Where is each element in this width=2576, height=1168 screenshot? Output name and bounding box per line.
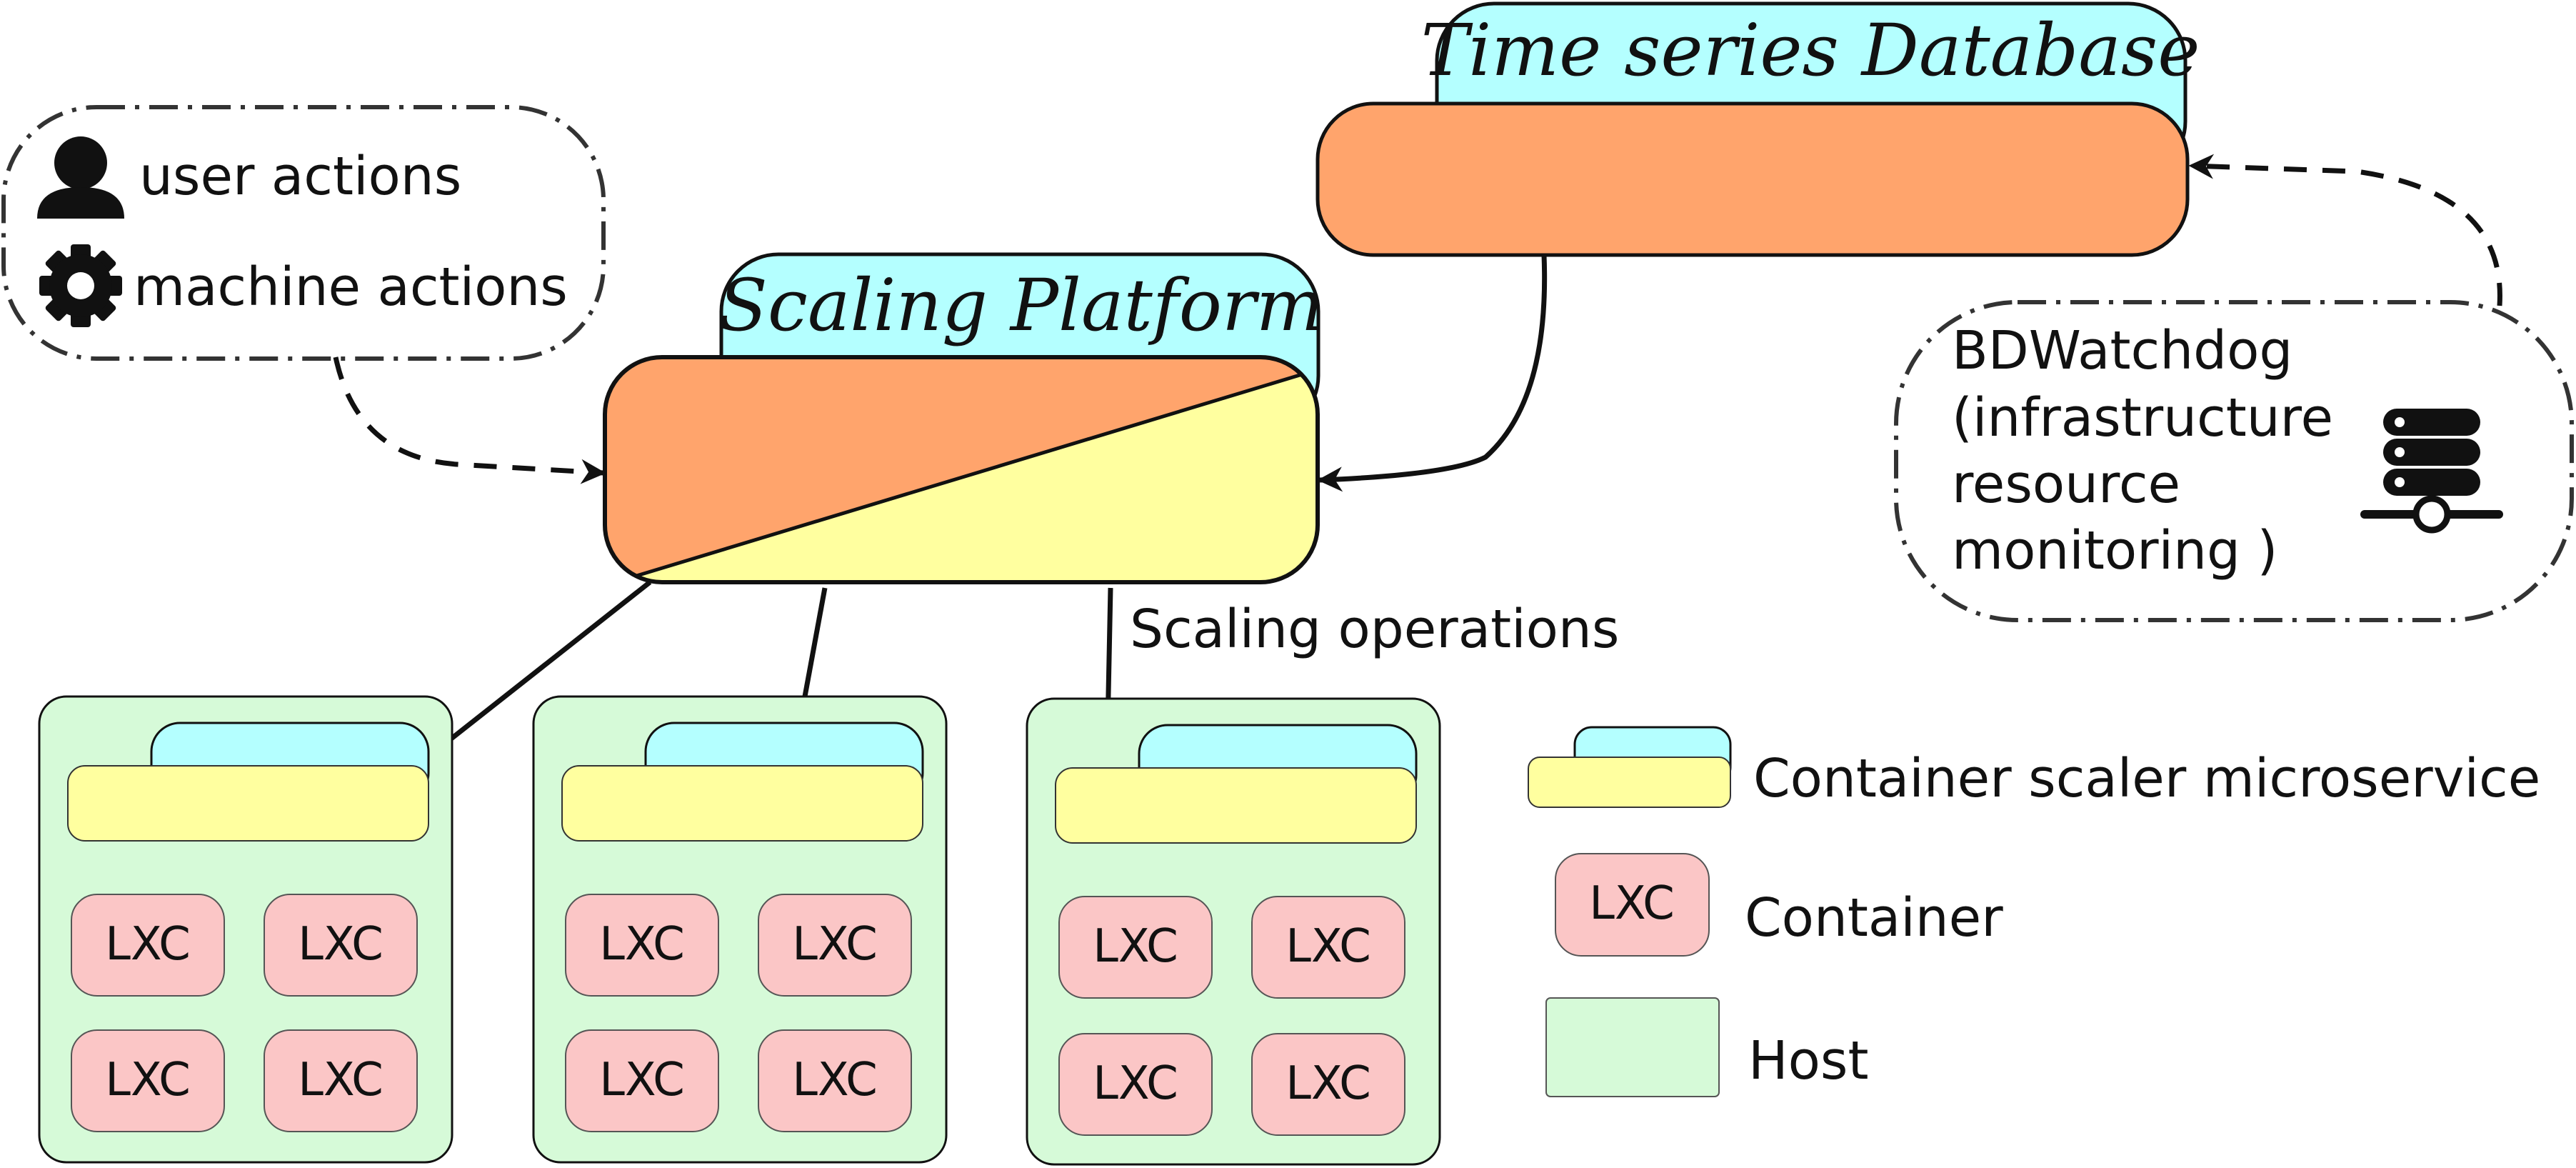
legend-container-swatch: LXC bbox=[1555, 853, 1710, 957]
container-label: LXC bbox=[1093, 1057, 1178, 1110]
legend-container-label: Container bbox=[1745, 887, 2003, 949]
lxc-container: LXC bbox=[1251, 1033, 1405, 1136]
legend-scaler-label: Container scaler microservice bbox=[1753, 748, 2540, 809]
bdwatchdog-line-2: (infrastructure bbox=[1952, 387, 2333, 449]
user-icon bbox=[37, 136, 124, 219]
lxc-container: LXC bbox=[264, 894, 418, 997]
user-actions-label: user actions bbox=[139, 146, 461, 207]
container-label: LXC bbox=[1286, 920, 1371, 973]
lxc-container: LXC bbox=[565, 1029, 719, 1132]
lxc-container: LXC bbox=[1058, 896, 1213, 999]
container-label: LXC bbox=[298, 918, 384, 971]
actions-to-platform-arrow bbox=[333, 356, 606, 484]
legend: Container scaler microservice LXC Contai… bbox=[1528, 726, 2540, 1097]
container-label: LXC bbox=[1093, 920, 1178, 973]
legend-host-swatch bbox=[1545, 997, 1720, 1097]
server-network-icon bbox=[2360, 409, 2503, 534]
container-label: LXC bbox=[599, 1054, 685, 1107]
actions-box: user actions machine actions bbox=[1, 105, 606, 361]
container-label: LXC bbox=[599, 918, 685, 971]
lxc-container: LXC bbox=[1058, 1033, 1213, 1136]
scaling-operations-label: Scaling operations bbox=[1130, 599, 1619, 660]
scaling-platform: Scaling Platform bbox=[603, 252, 1324, 584]
container-label: LXC bbox=[792, 1054, 878, 1107]
bdwatchdog-line-4: monitoring ) bbox=[1952, 520, 2277, 581]
watchdog-to-database-arrow bbox=[2188, 154, 2502, 306]
lxc-container: LXC bbox=[71, 1029, 225, 1132]
lxc-container: LXC bbox=[758, 1029, 912, 1132]
lxc-container: LXC bbox=[758, 894, 912, 997]
container-label: LXC bbox=[792, 918, 878, 971]
container-label: LXC bbox=[298, 1054, 384, 1107]
container-label: LXC bbox=[1286, 1057, 1371, 1110]
container-label: LXC bbox=[105, 1054, 191, 1107]
bdwatchdog-line-1: BDWatchdog bbox=[1952, 320, 2292, 381]
legend-container-badge: LXC bbox=[1589, 877, 1675, 930]
host-3: LXC LXC LXC LXC bbox=[1026, 697, 1441, 1166]
platform-diagonal bbox=[633, 371, 1308, 579]
machine-actions-label: machine actions bbox=[134, 256, 568, 318]
lxc-container: LXC bbox=[1251, 896, 1405, 999]
database-body bbox=[1315, 101, 2190, 257]
actions-box-border bbox=[1, 105, 606, 361]
legend-scaler-swatch bbox=[1528, 726, 1732, 808]
lxc-container: LXC bbox=[264, 1029, 418, 1132]
platform-to-host1-arrow bbox=[419, 580, 652, 764]
host-2: LXC LXC LXC LXC bbox=[532, 695, 948, 1164]
time-series-database: Time series Database bbox=[1315, 1, 2200, 257]
bdwatchdog-line-3: resource bbox=[1952, 454, 2180, 515]
host-1: LXC LXC LXC LXC bbox=[38, 695, 453, 1164]
lxc-container: LXC bbox=[565, 894, 719, 997]
bdwatchdog-border bbox=[1894, 300, 2574, 622]
legend-host-label: Host bbox=[1748, 1030, 1869, 1092]
database-to-platform-arrow bbox=[1317, 254, 1548, 492]
scaler-body bbox=[1055, 767, 1417, 844]
bdwatchdog-box: BDWatchdog (infrastructure resource moni… bbox=[1894, 300, 2574, 622]
lxc-container: LXC bbox=[71, 894, 225, 997]
container-label: LXC bbox=[105, 918, 191, 971]
gear-icon bbox=[39, 244, 122, 327]
scaler-body bbox=[67, 765, 429, 842]
platform-title: Scaling Platform bbox=[718, 264, 1323, 347]
database-title: Time series Database bbox=[1421, 9, 2200, 92]
scaler-body bbox=[561, 765, 923, 842]
